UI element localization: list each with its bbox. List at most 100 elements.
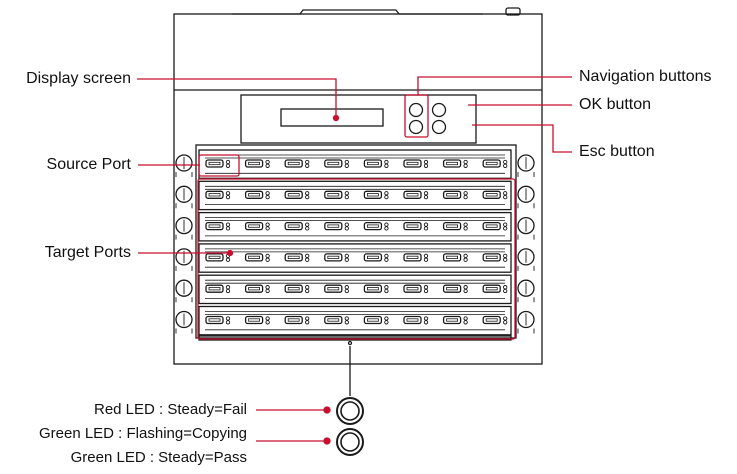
usb-port [284,159,303,168]
port-led [305,163,310,168]
port-led [225,316,231,321]
port-led [344,253,349,259]
navigation-callout [417,76,572,95]
side-screw-bracket [175,297,193,303]
drive-row [175,274,535,305]
port-led [463,257,468,262]
usb-port-slot [485,224,498,228]
usb-port [244,159,264,168]
port-led [305,288,310,294]
usb-port-slot [327,193,340,197]
bay-bottom [198,335,512,341]
port-led [305,191,310,196]
led-detail [336,346,364,456]
usb-port-slot [485,255,498,260]
usb-port [482,315,501,325]
side-screw-bracket [175,234,193,240]
usb-port-slot [327,287,340,291]
usb-port [442,159,462,168]
port-led [423,288,429,294]
port-led [225,285,231,290]
side-screw-bracket [175,172,193,177]
usb-port-slot [248,161,261,166]
device-case [173,13,543,365]
side-screw-bracket [175,203,193,209]
port-led [463,320,468,325]
usb-port [244,221,264,231]
callout-lines [137,76,572,445]
usb-port-slot [366,224,379,228]
usb-port [205,159,224,168]
port-led [265,320,270,325]
led-indicator [347,340,353,346]
side-screw [175,216,193,235]
port-led [423,320,429,325]
port-led [463,222,468,227]
port-led [305,222,310,227]
display-screen-label: Display screen [26,70,131,87]
side-screw-bracket [517,297,535,303]
port-led [384,163,389,168]
usb-port [482,284,501,293]
green-led-callout-dot [323,437,331,445]
port-led [423,222,429,227]
port-led [305,226,310,231]
usb-port-slot [406,161,419,166]
port-led [344,226,349,231]
port-led [384,226,389,231]
side-screw-bracket [175,265,193,271]
side-screw-bracket [517,234,535,240]
usb-port-slot [248,287,261,291]
usb-port [403,253,422,262]
esc-button-label: Esc button [579,143,655,160]
port-led [265,288,270,294]
side-screw [517,216,535,235]
red-led-inner [340,401,360,421]
usb-port [205,221,224,231]
port-led [463,191,468,196]
port-led [384,159,389,165]
usb-port [284,190,303,199]
usb-port-slot [485,161,498,166]
usb-port-slot [208,287,221,291]
usb-port-slot [327,318,340,322]
target-ports-highlight [197,178,516,340]
usb-port [403,159,422,168]
usb-port-slot [208,318,221,322]
port-led [463,285,468,290]
usb-port [284,221,303,231]
side-screw [517,310,535,329]
side-screw-bracket [517,265,535,271]
port-led [344,316,349,321]
port-led [423,316,429,321]
side-screw [517,185,535,203]
display-screen-callout [137,78,337,118]
side-screw-bracket [175,328,193,334]
port-led [344,285,349,290]
usb-port [244,315,264,325]
port-led [225,222,231,227]
side-screw-bracket [517,328,535,334]
port-led [503,253,508,259]
port-led [384,194,389,200]
usb-port [244,284,264,293]
usb-port [284,284,303,293]
red-led-callout-dot [323,406,331,414]
port-led [463,253,468,259]
usb-port [324,284,343,293]
port-led [225,288,231,294]
down-button [408,119,424,135]
port-led [225,320,231,325]
port-led [265,191,270,196]
usb-port [284,315,303,325]
port-led [503,226,508,231]
port-led [503,191,508,196]
side-screw [175,185,193,203]
usb-port-slot [287,255,300,260]
usb-port [324,253,343,262]
usb-port [442,253,462,262]
port-led [305,253,310,259]
up-button [408,102,424,118]
port-led [384,257,389,262]
